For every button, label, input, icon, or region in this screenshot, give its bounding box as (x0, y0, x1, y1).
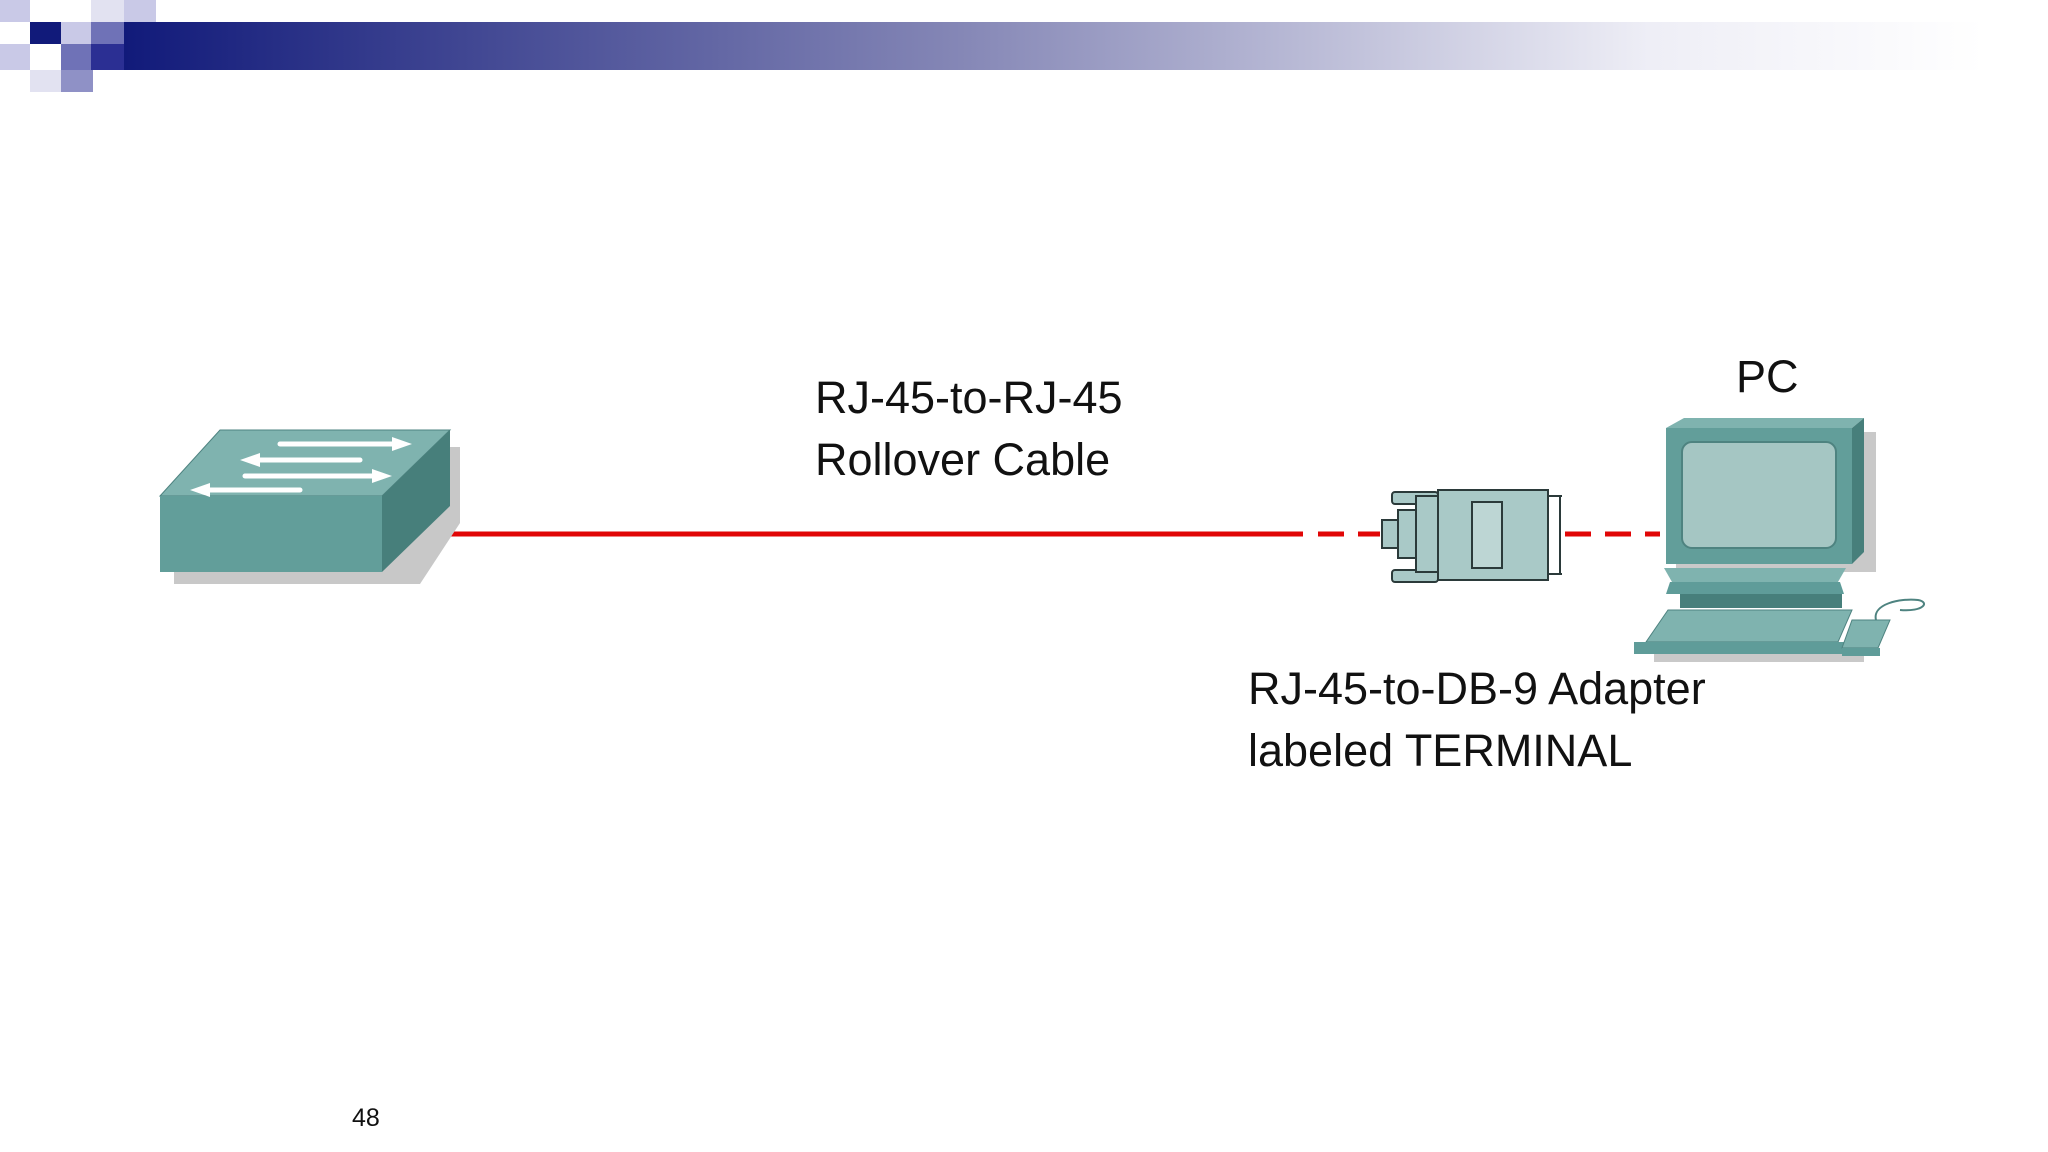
cable-label-line-2: Rollover Cable (815, 434, 1111, 485)
db9-adapter-icon (1381, 489, 1562, 583)
header-square (30, 70, 61, 92)
adapter-label-line-2: labeled TERMINAL (1248, 725, 1633, 776)
header-square (91, 22, 124, 44)
header-gradient-band (124, 22, 1984, 70)
header-square (0, 44, 30, 70)
slide-page-number: 48 (352, 1104, 380, 1132)
pc-icon (1634, 418, 1925, 662)
adapter-label-line-1: RJ-45-to-DB-9 Adapter (1248, 663, 1706, 714)
header-square (30, 22, 61, 44)
header-square (91, 44, 124, 70)
header-square (124, 0, 156, 22)
slide-header-decoration (0, 0, 1984, 92)
header-square (61, 44, 91, 70)
pc-label: PC (1736, 351, 1799, 402)
header-square (61, 70, 93, 92)
header-square (61, 22, 91, 44)
header-square (91, 0, 124, 22)
rollover-cable-label: RJ-45-to-RJ-45 Rollover Cable (815, 367, 1123, 491)
header-square (0, 0, 30, 22)
cable-label-line-1: RJ-45-to-RJ-45 (815, 372, 1123, 423)
switch-icon (158, 429, 460, 584)
adapter-label: RJ-45-to-DB-9 Adapter labeled TERMINAL (1248, 658, 1706, 782)
